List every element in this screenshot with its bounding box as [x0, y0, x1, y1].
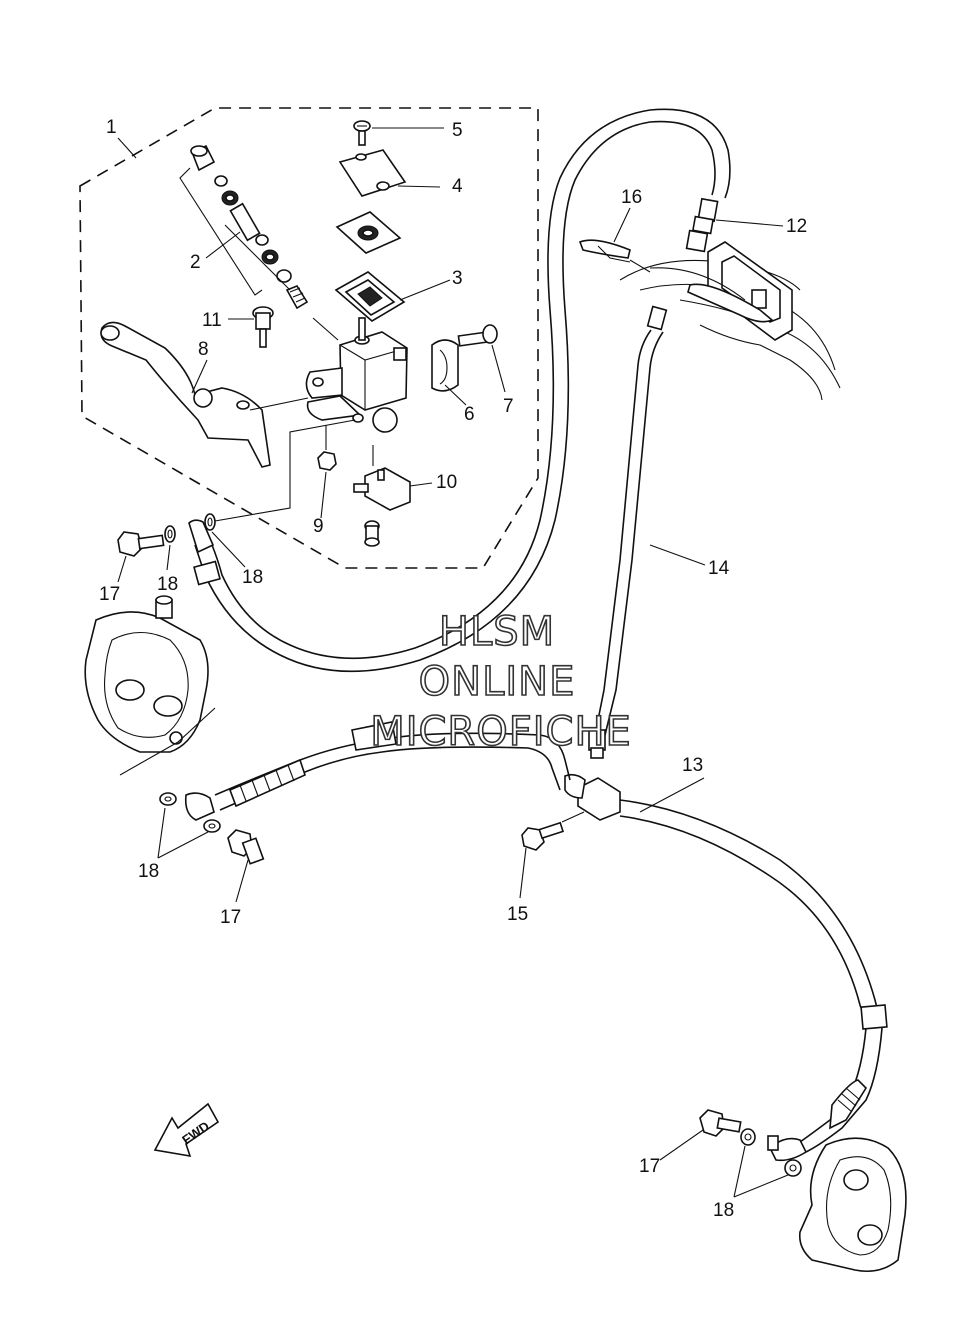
upper-brake-hose — [188, 108, 731, 673]
callout-13: 13 — [682, 755, 703, 776]
banjo-bolt-part-17-lower — [227, 829, 265, 865]
hose-clip-part-16 — [578, 239, 651, 273]
reservoir-cap-part-4 — [338, 149, 407, 197]
callout-14: 14 — [708, 558, 730, 579]
leader-master-to-washer — [214, 419, 356, 522]
lower-left-hose — [184, 721, 571, 821]
watermark-line-3: MICROFICHE — [370, 709, 632, 755]
callout-17-lower: 17 — [220, 907, 241, 928]
callout-18-lower: 18 — [138, 861, 159, 882]
assembly-boundary — [79, 107, 539, 569]
watermark-line-2: ONLINE — [419, 659, 576, 705]
three-way-joint — [564, 773, 621, 821]
holder-part-6 — [431, 339, 459, 392]
brake-switch-part-10 — [353, 445, 411, 547]
nut-part-9 — [317, 425, 337, 471]
brake-lever-part-8 — [100, 321, 309, 468]
watermark-line-1: HLSM — [439, 609, 555, 655]
callout-18-right: 18 — [713, 1200, 734, 1221]
leader-lines — [117, 127, 789, 1198]
pivot-bolt-part-11 — [252, 306, 274, 348]
callout-1: 1 — [106, 117, 117, 138]
callout-5: 5 — [452, 120, 463, 141]
callout-18-upper-a: 18 — [157, 574, 178, 595]
callout-17-right: 17 — [639, 1156, 660, 1177]
brake-hose-part-13 — [619, 799, 888, 1162]
watermark: HLSM ONLINE MICROFICHE — [369, 608, 632, 756]
callout-15: 15 — [507, 904, 528, 925]
callout-4: 4 — [452, 176, 463, 197]
right-brake-caliper — [767, 1135, 907, 1273]
callout-7: 7 — [503, 396, 514, 417]
callout-12: 12 — [786, 216, 807, 237]
callout-18-upper-b: 18 — [242, 567, 263, 588]
washer-part-18-lower-a — [159, 792, 177, 806]
callout-9: 9 — [313, 516, 324, 537]
bolt-part-15 — [521, 811, 585, 851]
brake-hose-part-14 — [588, 305, 668, 759]
hose-fitting-part-12 — [685, 197, 719, 253]
callout-2: 2 — [190, 252, 201, 273]
washer-part-18-upper-a — [164, 525, 176, 543]
callout-17-upper: 17 — [99, 584, 120, 605]
diaphragm-plate — [335, 211, 402, 254]
piston-kit-part-2 — [179, 144, 339, 341]
callout-8: 8 — [198, 339, 209, 360]
left-brake-caliper — [84, 595, 216, 776]
callout-3: 3 — [452, 268, 463, 289]
washer-part-18-lower-b — [203, 819, 221, 833]
callout-16: 16 — [621, 187, 642, 208]
callout-6: 6 — [464, 404, 475, 425]
master-cylinder-body — [305, 317, 408, 433]
banjo-bolt-part-17-right — [699, 1109, 742, 1137]
washer-part-18-upper-b — [204, 513, 216, 531]
handlebar-bracket-area — [619, 241, 841, 401]
forward-direction-arrow: FWD — [153, 1102, 220, 1158]
washer-part-18-right-b — [784, 1159, 802, 1177]
diaphragm-part-3 — [334, 271, 406, 322]
callout-labels: 1 2 3 4 5 6 7 8 9 10 11 12 13 14 15 16 1… — [99, 117, 807, 1221]
banjo-bolt-part-17-upper — [117, 531, 165, 557]
callout-11: 11 — [202, 310, 222, 331]
washer-part-18-right-a — [740, 1128, 756, 1146]
callout-10: 10 — [436, 472, 457, 493]
bolt-part-7 — [457, 324, 498, 347]
screw-part-5 — [353, 120, 371, 146]
